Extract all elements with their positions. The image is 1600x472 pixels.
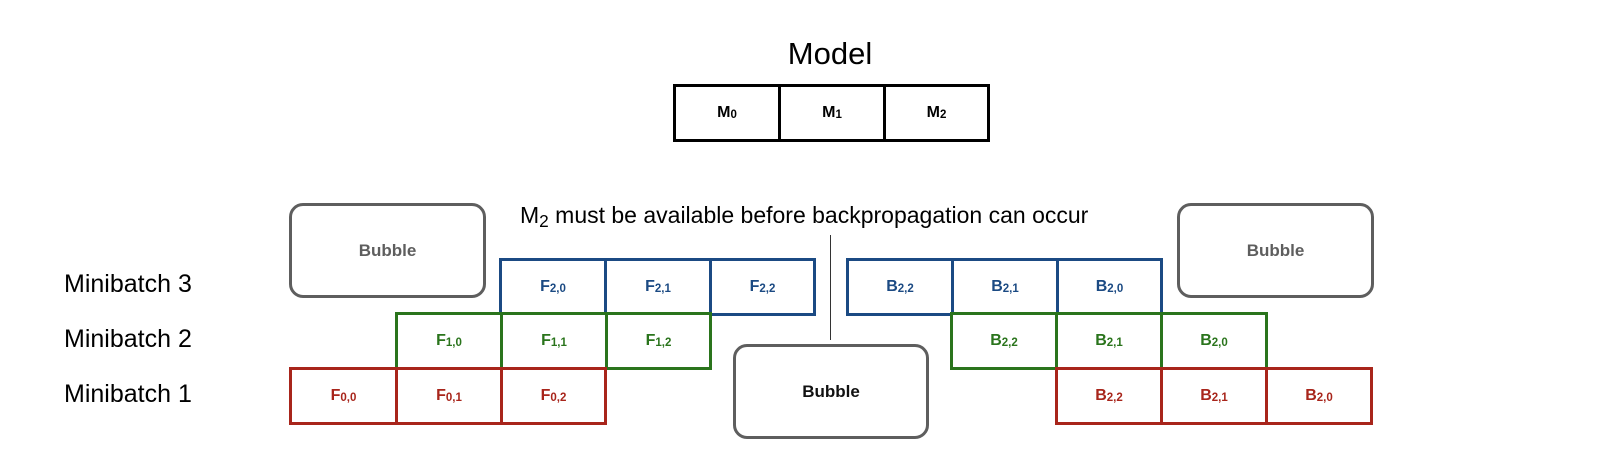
cell-label: B	[1305, 387, 1317, 404]
stage-subscript: 2	[939, 109, 947, 122]
caption-prefix: M	[520, 202, 540, 228]
cell-label: B	[1095, 387, 1107, 404]
cell-label: B	[991, 278, 1003, 295]
bubble-label: Bubble	[1246, 240, 1305, 260]
cell-label: B	[886, 278, 898, 295]
cell-label: F	[749, 278, 760, 295]
cell-subscript: 2,2	[1106, 392, 1123, 405]
cell-label: B	[1200, 387, 1212, 404]
cell-label: B	[990, 332, 1002, 349]
cell-subscript: 2,0	[1316, 392, 1333, 405]
cell-subscript: 0,0	[340, 392, 357, 405]
cell-label: B	[1095, 278, 1108, 295]
sync-divider-line	[830, 235, 831, 340]
stage-subscript: 0	[730, 109, 737, 122]
cell-subscript: 1,1	[550, 337, 567, 350]
cell-subscript: 2,2	[1001, 337, 1018, 350]
cell-subscript: 0,2	[550, 392, 567, 405]
stage-subscript: 1	[835, 109, 842, 122]
cell-subscript: 2,1	[1002, 283, 1019, 296]
model-title: Model	[787, 36, 873, 71]
cell-label: F	[541, 332, 551, 349]
cell-label: F	[436, 332, 446, 349]
cell-label: F	[645, 278, 655, 295]
cell-subscript: 0,1	[445, 392, 462, 405]
cell-subscript: 2,0	[1211, 337, 1228, 350]
bubble-label: Bubble	[802, 381, 860, 401]
cell-label: F	[645, 332, 656, 349]
row-label-minibatch-1: Minibatch 1	[64, 380, 192, 408]
caption-prefix-subscript: 2	[539, 211, 549, 232]
stage-label: M	[717, 104, 731, 121]
dependency-caption: M2 must be available before backpropagat…	[520, 202, 1144, 232]
row-label-minibatch-2: Minibatch 2	[64, 325, 192, 353]
cell-subscript: 1,2	[655, 337, 672, 350]
cell-subscript: 2,1	[1106, 337, 1123, 350]
cell-label: F	[330, 387, 341, 404]
row-label-minibatch-3: Minibatch 3	[64, 270, 192, 298]
cell-subscript: 2,1	[654, 283, 671, 296]
cell-subscript: 2,0	[549, 283, 566, 296]
bubble-center: Bubble	[733, 344, 929, 439]
cell-subscript: 2,2	[759, 283, 776, 296]
cell-subscript: 1,0	[445, 337, 462, 350]
cell-subscript: 2,1	[1211, 392, 1228, 405]
cell-label: B	[1095, 332, 1107, 349]
cell-label: B	[1200, 332, 1212, 349]
bubble-label: Bubble	[358, 240, 417, 260]
bubble-left: Bubble	[289, 203, 486, 298]
cell-subscript: 2,2	[897, 283, 914, 296]
stage-label: M	[926, 104, 940, 121]
stage-label: M	[822, 104, 836, 121]
bubble-right: Bubble	[1177, 203, 1374, 298]
cell-label: F	[436, 387, 446, 404]
caption-text: must be available before backpropagation…	[548, 202, 1089, 228]
cell-label: F	[540, 278, 550, 295]
cell-label: F	[540, 387, 551, 404]
cell-subscript: 2,0	[1107, 283, 1124, 296]
